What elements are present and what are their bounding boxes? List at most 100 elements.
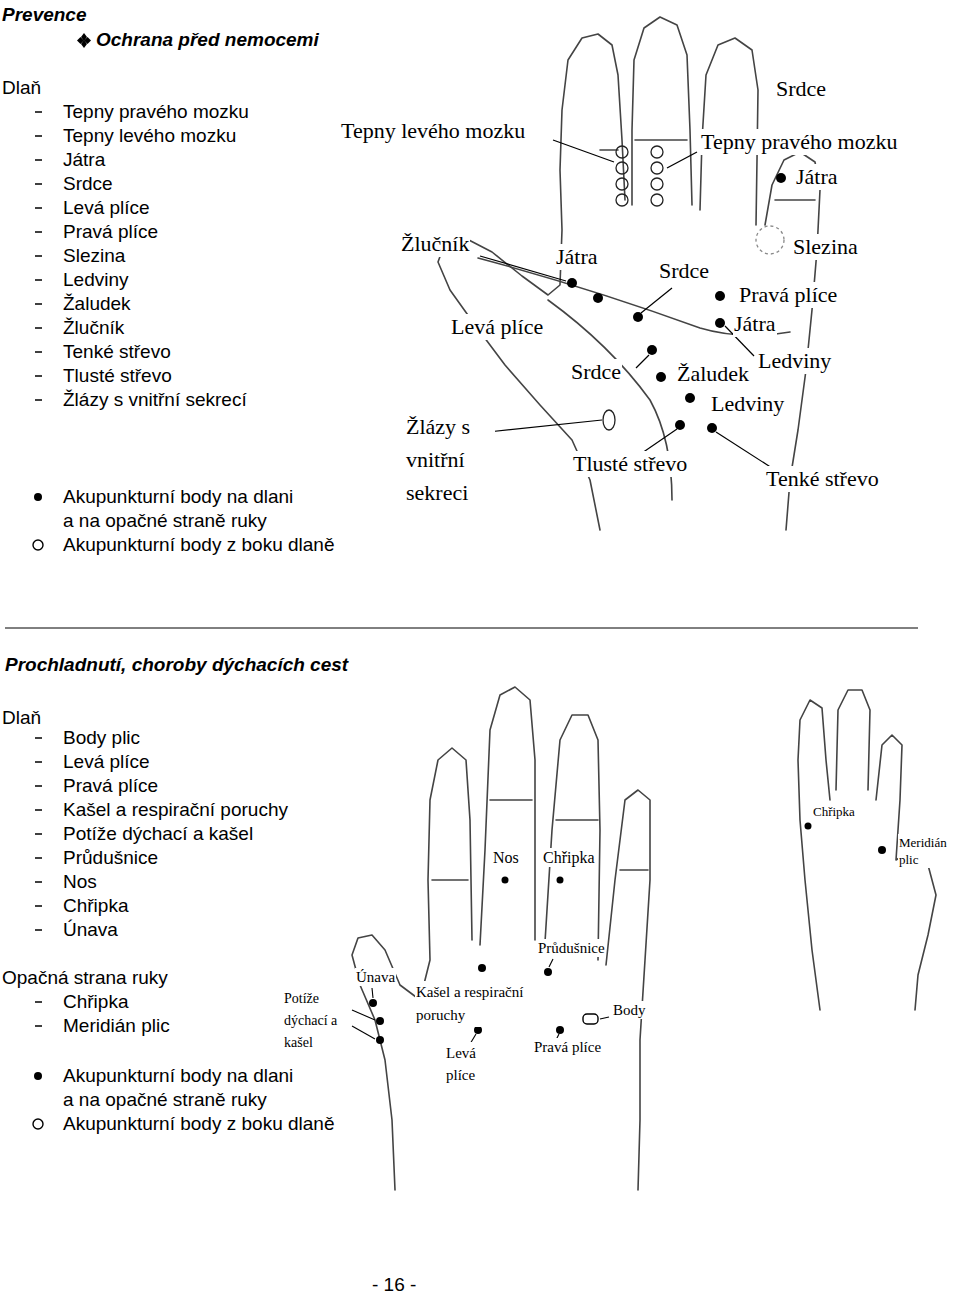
point-label: Levá plíce (450, 314, 544, 340)
text-line: Tenké střevo (63, 340, 171, 364)
leader-line (600, 1017, 609, 1019)
acupoint (647, 345, 657, 355)
point-label: Průdušnice (537, 939, 606, 957)
acupoint (502, 877, 509, 884)
dash (35, 809, 42, 811)
diamond-bullet (77, 33, 91, 48)
ring-point (651, 146, 663, 158)
point-label: Ledviny (757, 348, 832, 374)
point-label: Chřipka (542, 848, 596, 867)
leader-line (642, 429, 677, 453)
text-line: Chřipka (63, 990, 128, 1014)
dash (35, 375, 42, 377)
leader-lines (480, 140, 772, 468)
text-line: Dlaň (2, 706, 41, 730)
spleen-ring (756, 226, 784, 254)
leader-line (488, 420, 602, 432)
dash (35, 857, 42, 859)
text-line: Nos (63, 870, 97, 894)
acupoint (805, 823, 812, 830)
text-line: Tepny pravého mozku (63, 100, 249, 124)
leader-lines (352, 959, 609, 1044)
ring-point (616, 178, 628, 190)
point-label: Body (612, 1001, 647, 1019)
dash (35, 327, 42, 329)
dash (35, 207, 42, 209)
dash (35, 1025, 42, 1027)
text-line: Prochladnutí, choroby dýchacích cest (5, 653, 348, 677)
text-line: Játra (63, 148, 105, 172)
point-label: Potíže dýchací a kašel (283, 988, 351, 1054)
bullet (34, 493, 42, 501)
text-line: Žlučník (63, 316, 124, 340)
acupoint (556, 1026, 564, 1034)
ring-point (616, 194, 628, 206)
point-label: Srdce (775, 76, 827, 102)
text-line: Ochrana před nemocemi (96, 28, 319, 52)
point-label: Kašel a respirační poruchy (415, 981, 549, 1027)
acupoint (478, 964, 486, 972)
dash (35, 159, 42, 161)
point-label: Srdce (658, 258, 710, 284)
point-label: Pravá plíce (738, 282, 838, 308)
text-line: Akupunkturní body z boku dlaně (63, 1112, 334, 1136)
dash (35, 351, 42, 353)
leader-line (372, 988, 373, 998)
text-line: Žlázy s vnitřní sekrecí (63, 388, 247, 412)
leader-line (553, 140, 614, 162)
diamond (84, 37, 91, 44)
list-dashes (35, 112, 42, 1026)
point-label: Pravá plíce (533, 1038, 602, 1056)
dash (35, 111, 42, 113)
dash (35, 761, 42, 763)
acupoints (369, 823, 886, 1045)
text-line: Akupunkturní body na dlani a na opačné s… (63, 485, 301, 533)
point-label: Slezina (792, 234, 859, 260)
point-label: Žaludek (676, 361, 750, 387)
point-label: Játra (733, 311, 777, 337)
dash (35, 135, 42, 137)
dash (35, 785, 42, 787)
acupoint (715, 318, 725, 328)
dash (35, 279, 42, 281)
acupoint (474, 1026, 482, 1034)
text-line: Chřipka (63, 894, 128, 918)
hand-palm (352, 687, 650, 1190)
dash (35, 905, 42, 907)
point-label: Játra (555, 244, 599, 270)
dash (35, 303, 42, 305)
dash (35, 231, 42, 233)
ring-point (651, 178, 663, 190)
leader-line (716, 432, 772, 468)
text-line: Slezina (63, 244, 125, 268)
page-title: Prevence (2, 3, 87, 27)
point-label: Tlusté střevo (572, 451, 688, 477)
text-line: Meridián plic (63, 1014, 170, 1038)
hand-outline (352, 687, 650, 1190)
point-label: Levá plíce (445, 1042, 487, 1086)
open-bullet (33, 540, 43, 550)
text-line: - 16 - (372, 1273, 416, 1294)
text-line: Ledviny (63, 268, 129, 292)
hand-palm (438, 17, 820, 530)
text-line: Únava (63, 918, 118, 942)
acupoint (633, 312, 643, 322)
text-line: Levá plíce (63, 196, 150, 220)
acupoint (567, 278, 577, 288)
text-line: Akupunkturní body z boku dlaně (63, 533, 334, 557)
leader-line (352, 1010, 375, 1020)
acupoint (369, 999, 377, 1007)
dash (35, 255, 42, 257)
text-line: Pravá plíce (63, 220, 158, 244)
acupoint (685, 393, 695, 403)
text-line: Dlaň (2, 76, 41, 100)
text-line: Kašel a respirační poruchy (63, 798, 288, 822)
lung-points-ring (583, 1014, 598, 1024)
text-line: Tlusté střevo (63, 364, 172, 388)
diamond (77, 37, 84, 44)
leader-line (480, 256, 566, 281)
hand-outline (438, 17, 820, 530)
text-line: Srdce (63, 172, 113, 196)
point-label: Tepny pravého mozku (700, 129, 898, 155)
